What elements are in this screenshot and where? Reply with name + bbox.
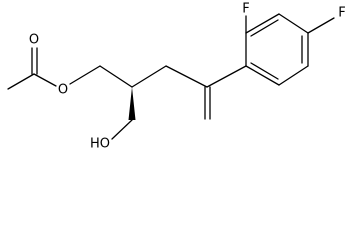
bond-ring-fluorine-para: [307, 17, 335, 34]
carbonyl-oxygen-label: O: [29, 33, 39, 48]
fluorine-ortho-label: F: [242, 2, 249, 17]
bond-carbonyl-ester-oxygen: [33, 73, 57, 87]
bond-ester-oxygen-ch2: [69, 65, 101, 85]
bond-ch2-hydroxyl: [111, 119, 133, 140]
hydroxyl-label: HO: [90, 137, 110, 152]
fluorine-para-label: F: [338, 6, 345, 21]
bond-stereocenter-ch2: [131, 65, 167, 88]
bond-ch2-stereocenter: [99, 65, 133, 88]
bond-alkene-ring: [206, 65, 247, 88]
stereo-wedge-bond: [128, 87, 136, 120]
chemical-structure: O O HO F F: [7, 2, 346, 152]
bond-ch2-alkene-carbon: [165, 65, 208, 88]
difluorophenyl-ring: [245, 13, 309, 86]
ester-oxygen-label: O: [58, 83, 68, 98]
bond-methyl-carbonyl: [7, 73, 35, 90]
